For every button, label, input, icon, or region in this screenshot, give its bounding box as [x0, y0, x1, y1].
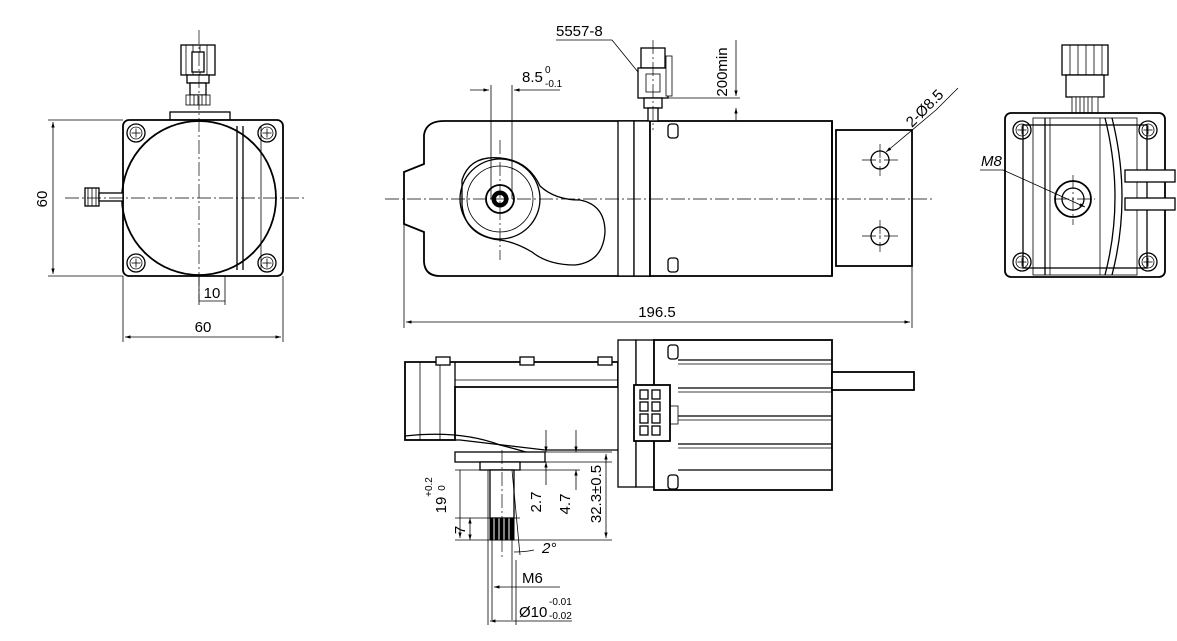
front-view: 60 60 10	[34, 30, 305, 342]
end-screw-icon	[1012, 120, 1032, 140]
angle-dim: 2°	[541, 540, 556, 557]
key-dim: 8.5	[522, 69, 543, 86]
dim-4-7: 4.7	[557, 494, 574, 515]
dim-32-3: 32.3±0.5	[588, 465, 605, 523]
dim-7: 7	[452, 526, 469, 534]
end-screw-icon	[1012, 252, 1032, 272]
bottom-bracket	[831, 371, 915, 391]
hole-label: 2-Ø8.5	[903, 86, 947, 130]
side-gearbox	[403, 120, 651, 277]
side-bracket	[835, 129, 913, 267]
dim-2-7: 2.7	[528, 492, 545, 513]
front-screw-icon	[257, 123, 277, 143]
key-dim-lower: -0.1	[545, 79, 563, 90]
front-connector-icon	[180, 44, 216, 106]
bottom-motor-body	[653, 339, 833, 491]
front-width-dim: 60	[195, 319, 212, 336]
shaft-dia-upper: -0.01	[549, 597, 572, 608]
side-motor-body	[649, 120, 833, 277]
bottom-view: 19 +0.2 0 7 2.7 4.7 32.3±0.5 2° M6 Ø10 -…	[404, 339, 915, 625]
side-view: 5557-8 200min 8.5 0 -0.1 2-Ø8.5 196.5	[385, 23, 959, 328]
key-dim-upper: 0	[545, 65, 551, 76]
end-view: M8	[980, 44, 1176, 278]
thread-label-m6: M6	[522, 570, 543, 587]
thread-label-m8: M8	[981, 153, 1002, 170]
end-body	[1004, 112, 1166, 278]
bottom-gearbox	[404, 361, 619, 441]
shaft-length-dim: 19	[433, 497, 450, 514]
front-screw-icon	[126, 253, 146, 273]
front-offset-dim: 10	[204, 285, 221, 302]
shaft-length-lower: 0	[437, 485, 448, 491]
shaft-length-upper: +0.2	[424, 477, 435, 497]
shaft-dia-lower: -0.02	[549, 611, 572, 622]
overall-length-dim: 196.5	[638, 304, 676, 321]
end-connector-icon	[1061, 44, 1109, 114]
shaft-dia-dim: Ø10	[519, 604, 547, 621]
lead-length-dim: 200min	[714, 47, 731, 96]
connector-label: 5557-8	[556, 23, 603, 40]
end-screw-icon	[1138, 120, 1158, 140]
front-height-dim: 60	[34, 191, 51, 208]
front-screw-icon	[126, 123, 146, 143]
front-screw-icon	[257, 253, 277, 273]
end-screw-icon	[1138, 252, 1158, 272]
side-connector-icon	[637, 47, 673, 122]
